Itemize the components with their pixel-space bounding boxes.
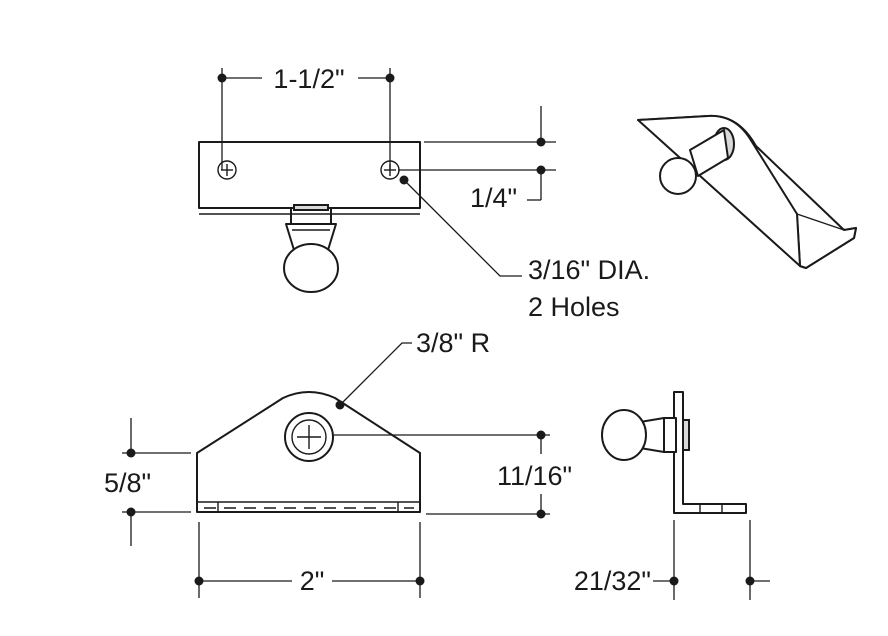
base-length-label: 2" (300, 566, 325, 596)
bracket-height-dot-top (536, 430, 546, 440)
ball-height-dot-top (126, 448, 136, 458)
hole-callout-leader (403, 179, 522, 277)
base-length-dot-left (194, 576, 204, 586)
hole-offset-dot-top (536, 137, 546, 147)
bracket-height-dot-bottom (536, 509, 546, 519)
side-view: 21/32" (574, 391, 770, 600)
hole-callout-label: 3/16" DIA. (528, 255, 650, 285)
base-length-dot-right (415, 576, 425, 586)
front-view-boss-inner (291, 419, 327, 455)
top-view-ball (283, 243, 339, 293)
radius-leader (339, 342, 412, 406)
flange-width-dot-right (745, 576, 755, 586)
side-view-stud-neck (663, 417, 677, 453)
iso-ball (659, 157, 697, 195)
bracket-height-label: 11/16" (497, 461, 572, 491)
flange-width-label: 21/32" (574, 566, 651, 596)
radius-dot (335, 400, 345, 410)
hole-spacing-dot-left (217, 73, 227, 83)
ball-height-dot-bottom (126, 507, 136, 517)
iso-bend-line (796, 213, 845, 231)
hole-spacing-label: 1-1/2" (273, 64, 344, 94)
flange-width-dot-left (669, 576, 679, 586)
hole-spacing-dot-right (385, 73, 395, 83)
hole-offset-dot-bottom (536, 165, 546, 175)
iso-plate-face (637, 114, 801, 267)
top-view-hole-left (217, 160, 237, 180)
hole-callout-count: 2 Holes (528, 292, 620, 322)
top-view-stud-base (293, 204, 329, 211)
side-view-stud-base (682, 419, 690, 451)
front-view: 3/8" R 5/8" 11/16" 2" (104, 328, 572, 598)
hole-offset-label: 1/4" (470, 183, 517, 213)
radius-label: 3/8" R (416, 328, 490, 358)
hole-callout-dot (399, 175, 409, 185)
isometric-view (637, 114, 857, 269)
iso-stud-collar (689, 129, 729, 177)
side-view-ball (601, 409, 647, 461)
top-view-plate (198, 141, 421, 209)
top-view: 1-1/2" 1/4" 3/16" DIA. 2 Holes (198, 64, 650, 322)
side-view-bracket (673, 391, 747, 514)
ball-height-label: 5/8" (104, 468, 151, 498)
